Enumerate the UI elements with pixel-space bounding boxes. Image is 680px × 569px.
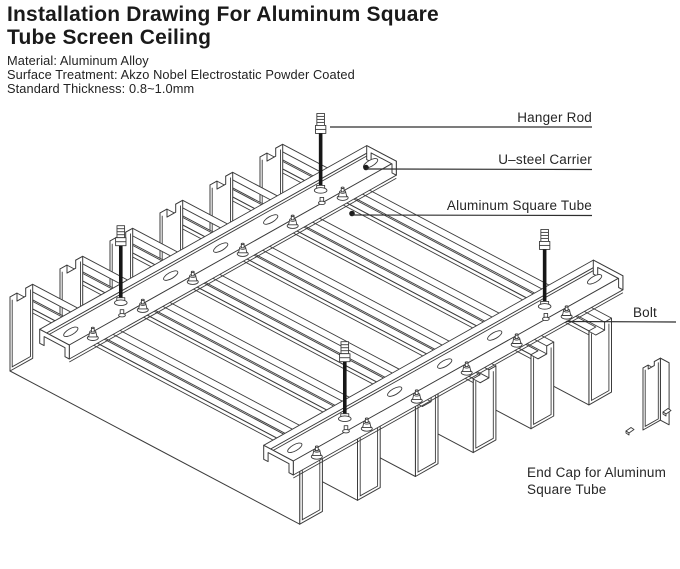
bolt-carrier1-tube4 <box>510 333 523 348</box>
end-cap-label-line2: Square Tube <box>527 482 607 497</box>
bolt-carrier0-tube0 <box>86 326 99 341</box>
carrier-slot <box>163 270 179 281</box>
carrier-slot <box>63 326 79 338</box>
hanger-rod-carrier1-pos1 <box>338 341 352 434</box>
bolt-leader-line <box>565 320 677 323</box>
end-cap-clip-1 <box>662 408 672 417</box>
hanger-rod-carrier0-pos1 <box>114 225 128 318</box>
bolt-carrier0-tube2 <box>186 270 199 285</box>
carrier-slot <box>487 330 503 341</box>
spec-surface-treatment: Surface Treatment: Akzo Nobel Electrosta… <box>7 67 355 82</box>
u-steel-carrier-0 <box>39 145 397 363</box>
bolt-label: Bolt <box>633 305 657 320</box>
u-steel-carrier-label: U–steel Carrier <box>498 152 592 167</box>
bolt-carrier1-tube5 <box>560 305 573 320</box>
carrier-slot <box>213 242 229 253</box>
carrier-slot <box>587 274 603 285</box>
drawing-geometry <box>9 112 672 525</box>
bolt-carrier0-tube4 <box>286 214 299 229</box>
bolt-carrier1-tube1 <box>360 417 373 432</box>
page-title-line1: Installation Drawing For Aluminum Square <box>7 3 439 26</box>
carrier-slot <box>437 358 453 369</box>
aluminum-square-tube-leader-line <box>351 214 593 217</box>
spec-list: Material: Aluminum Alloy Surface Treatme… <box>7 54 439 96</box>
bolt-carrier1-tube0 <box>310 445 323 460</box>
bolt-carrier0-tube5 <box>336 186 349 201</box>
bolt-carrier0-tube3 <box>236 242 249 257</box>
bolt-carrier1-tube3 <box>460 361 473 376</box>
end-cap-piece <box>642 357 670 431</box>
end-cap-label-line1: End Cap for Aluminum <box>527 465 666 480</box>
aluminum-square-tube-label: Aluminum Square Tube <box>447 198 592 213</box>
header-block: Installation Drawing For Aluminum Square… <box>7 3 439 96</box>
spec-material: Material: Aluminum Alloy <box>7 53 149 68</box>
callout-labels: Hanger Rod U–steel Carrier Aluminum Squa… <box>330 110 677 497</box>
hanger-rod-carrier1-pos5 <box>537 228 552 322</box>
carrier-slot <box>287 442 303 454</box>
carrier-slot <box>387 386 403 397</box>
bolt-carrier0-tube1 <box>136 298 149 313</box>
spec-thickness: Standard Thickness: 0.8~1.0mm <box>7 81 195 96</box>
bolt-carrier1-tube2 <box>410 389 423 404</box>
hanger-rod-carrier0-pos5 <box>313 112 328 206</box>
u-steel-carrier-1 <box>263 259 624 479</box>
page-title-line2: Tube Screen Ceiling <box>7 26 212 49</box>
end-cap-clip-2 <box>625 427 635 436</box>
carrier-slot <box>263 214 279 225</box>
page-title: Installation Drawing For Aluminum Square… <box>7 3 439 49</box>
hanger-rod-label: Hanger Rod <box>517 110 592 125</box>
u-steel-carrier-leader-line <box>365 168 593 171</box>
